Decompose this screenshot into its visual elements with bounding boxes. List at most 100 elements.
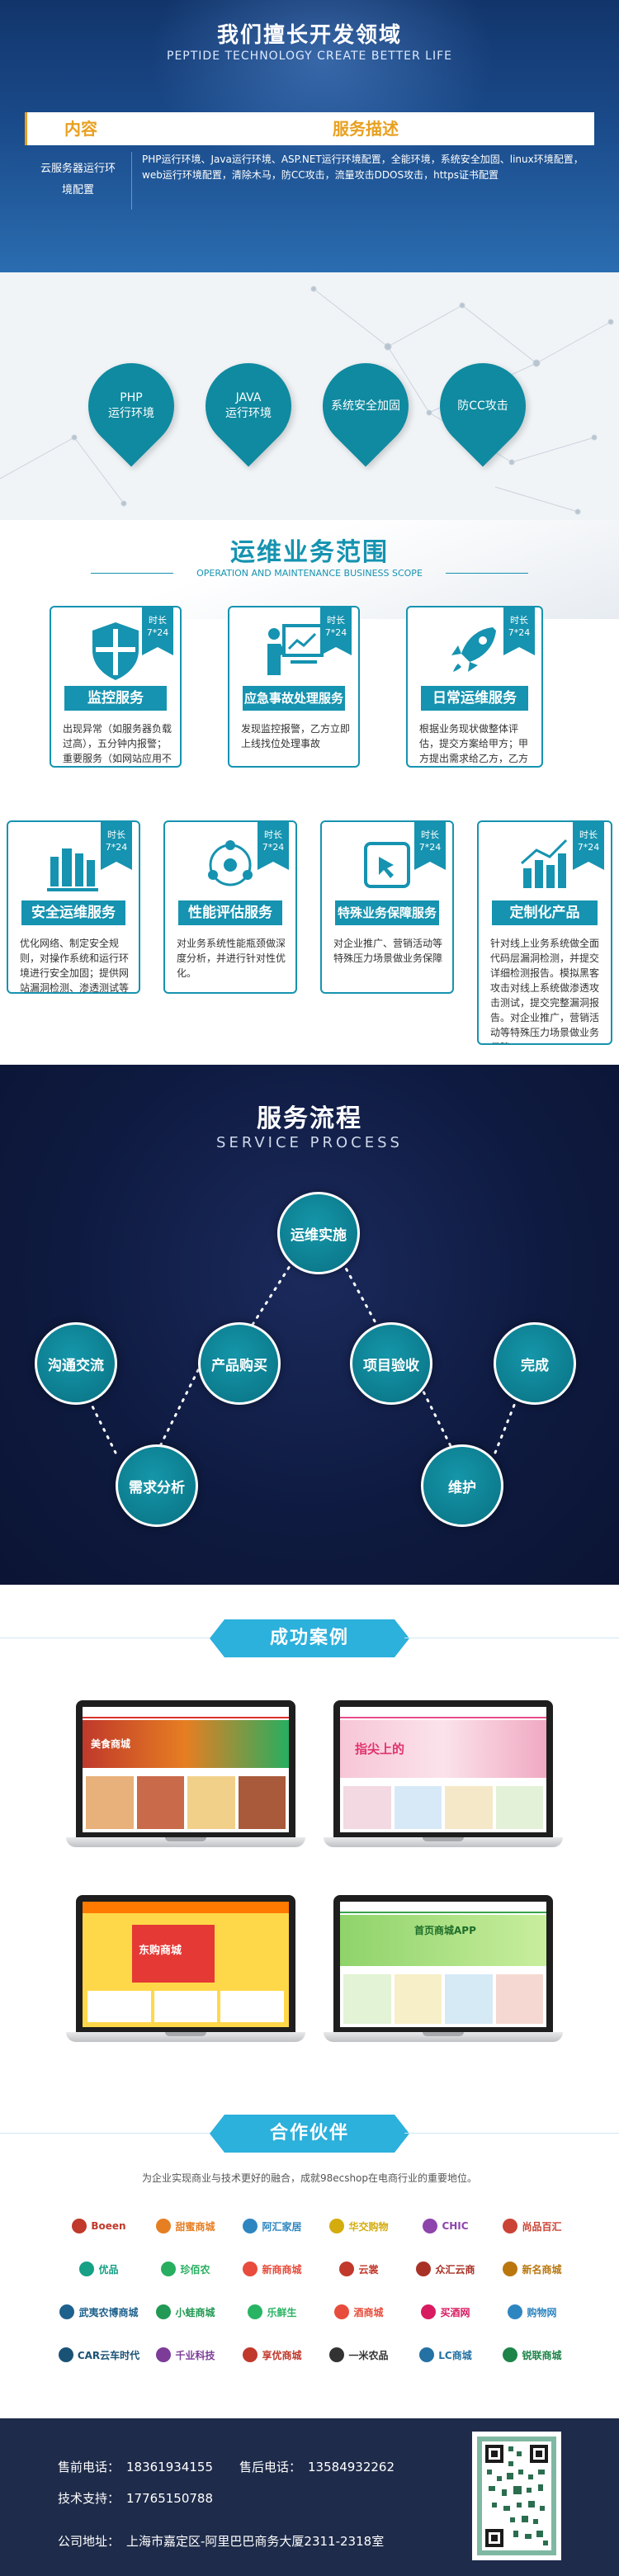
partners-section: 合作伙伴 为企业实现商业与技术更好的融合，成就98ecshop在电商行业的重要地… xyxy=(0,2105,619,2418)
logo-mark-icon xyxy=(339,2262,355,2276)
logo-mark-icon xyxy=(156,2347,172,2362)
partner-logo: 众汇云商 xyxy=(404,2255,487,2283)
partner-logo: 酒商城 xyxy=(318,2298,400,2326)
partner-logo-name: LC商城 xyxy=(438,2349,472,2361)
case-laptop-4[interactable]: 首页商城APP xyxy=(324,1895,563,2052)
bar-chart-icon xyxy=(521,839,568,888)
security-harden-label: 系统安全加固 xyxy=(331,399,400,413)
partner-logo: 华交购物 xyxy=(318,2212,400,2240)
card-label: 监控服务 xyxy=(64,686,167,711)
ops-title: 运维业务范围 xyxy=(230,538,389,567)
logo-mark-icon xyxy=(329,2347,345,2362)
partner-logo: 小蛙商城 xyxy=(144,2298,227,2326)
case-laptop-3[interactable]: 东购商城 xyxy=(66,1895,305,2052)
partner-logo: 尚品百汇 xyxy=(491,2212,574,2240)
partner-logo-name: Boeen xyxy=(91,2220,126,2232)
aftersale-phone: 售后电话：13584932262 xyxy=(239,2460,395,2474)
logo-mark-icon xyxy=(423,2219,438,2233)
logo-mark-icon xyxy=(503,2347,518,2362)
node-project-acceptance: 项目验收 xyxy=(350,1322,432,1405)
logo-mark-icon xyxy=(419,2347,435,2362)
partner-logo-name: 购物网 xyxy=(527,2306,557,2318)
rocket-icon xyxy=(451,627,496,672)
partner-logo: Boeen xyxy=(58,2212,140,2240)
card-label: 特殊业务保障服务 xyxy=(335,900,439,925)
partner-logo-name: 阿汇家居 xyxy=(262,2220,302,2233)
partner-logo: 购物网 xyxy=(491,2298,574,2326)
logo-mark-icon xyxy=(161,2262,177,2276)
card-desc: 针对线上业务系统做全面代码层漏洞检测，并提交详细检测报告。模拟黑客攻击对线上系统… xyxy=(490,938,600,1043)
partner-logo: 享优商城 xyxy=(231,2341,314,2369)
case-laptop-2[interactable]: 指尖上的 xyxy=(324,1700,563,1857)
card-desc: 对业务系统性能瓶颈做深度分析，并进行针对性优化。 xyxy=(177,938,286,979)
node-product-purchase: 产品购买 xyxy=(198,1322,281,1405)
partners-desc: 为企业实现商业与技术更好的融合，成就98ecshop在电商行业的重要地位。 xyxy=(141,2172,478,2184)
partner-logo: 千业科技 xyxy=(144,2341,227,2369)
window-cursor-icon xyxy=(364,842,410,888)
success-cases-section: 成功案例 美食商城 指尖上的 xyxy=(0,1585,619,2105)
node-communication: 沟通交流 xyxy=(35,1322,117,1405)
logo-mark-icon xyxy=(248,2304,263,2319)
col-desc-header: 服务描述 xyxy=(333,119,399,139)
logo-mark-icon xyxy=(59,2304,75,2319)
row-label: 云服务器运行环境配置 xyxy=(25,152,132,210)
books-icon xyxy=(47,848,98,891)
col-content-header: 内容 xyxy=(64,119,97,139)
logo-mark-icon xyxy=(416,2262,432,2276)
card-desc: 对企业推广、营销活动等特殊压力场景做业务保障 xyxy=(333,938,443,964)
node-complete: 完成 xyxy=(494,1322,576,1405)
partner-logo-name: 武夷农博商城 xyxy=(78,2306,139,2318)
qr-code[interactable] xyxy=(472,2432,561,2560)
logo-mark-icon xyxy=(72,2219,87,2233)
partner-logo-name: 新商商城 xyxy=(262,2263,302,2276)
tech-support-phone: 技术支持：17765150788 xyxy=(58,2491,213,2506)
partner-logo-name: 华交购物 xyxy=(348,2220,389,2233)
logo-mark-icon xyxy=(156,2219,172,2233)
card-desc: 优化网络、制定安全规则，对操作系统和运行环境进行安全加固；提供网站漏洞检测、渗透… xyxy=(20,938,130,994)
partner-logo: LC商城 xyxy=(404,2341,487,2369)
partner-logo-name: CHIC xyxy=(442,2220,469,2232)
qr-code-icon xyxy=(477,2437,556,2555)
row-desc: PHP运行环境、Java运行环境、ASP.NET运行环境配置，全能环境，系统安全… xyxy=(142,154,584,181)
logo-mark-icon xyxy=(79,2262,95,2276)
partner-logo: CAR云车时代 xyxy=(58,2341,140,2369)
partner-logo: 新商商城 xyxy=(231,2255,314,2283)
process-subtitle: SERVICE PROCESS xyxy=(216,1134,403,1151)
section-title: 我们擅长开发领域 xyxy=(216,23,402,48)
logo-mark-icon xyxy=(156,2304,172,2319)
partner-logo: 武夷农博商城 xyxy=(58,2298,140,2326)
partner-logo: 一米农品 xyxy=(318,2341,400,2369)
case-laptop-1[interactable]: 美食商城 xyxy=(66,1700,305,1857)
card-desc: 发现监控报警，乙方立即上线找位处理事故 xyxy=(241,723,351,749)
process-title: 服务流程 xyxy=(257,1104,362,1133)
case-caption: 东购商城 xyxy=(139,1945,182,1957)
partner-logo-name: 锐联商城 xyxy=(522,2349,562,2361)
partner-logo-name: 云裳 xyxy=(358,2263,379,2276)
partner-logo: 新名商城 xyxy=(491,2255,574,2283)
case-caption: 美食商城 xyxy=(91,1738,131,1750)
partner-logo-name: CAR云车时代 xyxy=(77,2349,140,2361)
ops-scope-section: 运维业务范围 OPERATION AND MAINTENANCE BUSINES… xyxy=(0,520,619,1065)
partner-logo-name: 一米农品 xyxy=(348,2349,389,2361)
company-address: 公司地址：上海市嘉定区-阿里巴巴商务大厦2311-2318室 xyxy=(58,2534,385,2549)
node-requirement-analysis: 需求分析 xyxy=(116,1444,198,1527)
logo-mark-icon xyxy=(329,2219,345,2233)
contact-footer: 售前电话：18361934155 售后电话：13584932262 技术支持：1… xyxy=(0,2418,619,2576)
partner-logo-name: 千业科技 xyxy=(175,2349,215,2361)
cases-title: 成功案例 xyxy=(210,1619,409,1657)
logo-mark-icon xyxy=(503,2262,518,2276)
